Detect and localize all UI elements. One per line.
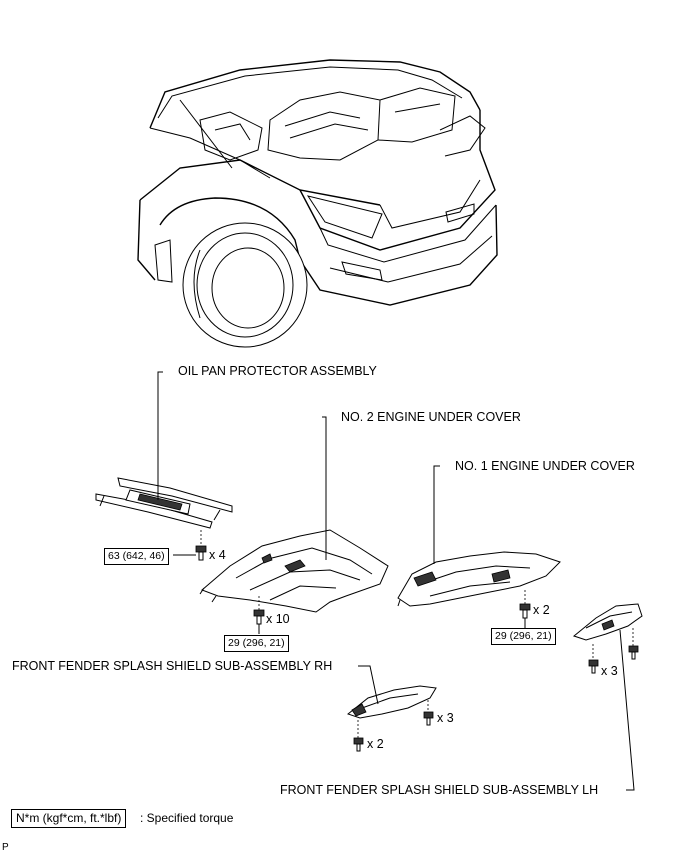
rh-shield-bolt-icon xyxy=(353,720,364,752)
torque-no2-cover-bolts: 29 (296, 21) xyxy=(224,635,289,652)
no1-engine-under-cover-part xyxy=(397,551,561,607)
footer-code: P xyxy=(2,842,9,853)
lh-shield-screw-icon xyxy=(588,628,639,674)
leader-no2-cover xyxy=(322,416,327,560)
label-no2-engine-under-cover: NO. 2 ENGINE UNDER COVER xyxy=(341,410,521,424)
oil-pan-bolt-icon xyxy=(173,530,207,561)
label-fender-shield-lh: FRONT FENDER SPLASH SHIELD SUB-ASSEMBLY … xyxy=(280,783,599,797)
label-fender-shield-rh: FRONT FENDER SPLASH SHIELD SUB-ASSEMBLY … xyxy=(12,659,333,673)
qty-oil-pan-bolts: x 4 xyxy=(209,548,226,562)
fender-shield-rh-part xyxy=(346,685,437,719)
leader-oil-pan xyxy=(157,371,163,500)
leader-no1-cover xyxy=(433,465,440,564)
legend-description: : Specified torque xyxy=(140,811,234,825)
qty-rh-shield-bolts: x 2 xyxy=(367,737,384,751)
torque-oil-pan-bolts: 63 (642, 46) xyxy=(104,548,169,565)
leader-fender-lh xyxy=(619,629,635,791)
torque-no1-cover-bolts: 29 (296, 21) xyxy=(491,628,556,645)
label-oil-pan-protector: OIL PAN PROTECTOR ASSEMBLY xyxy=(178,364,377,378)
qty-lh-shield-screws: x 3 xyxy=(601,664,618,678)
leader-fender-rh xyxy=(358,665,379,705)
label-no1-engine-under-cover: NO. 1 ENGINE UNDER COVER xyxy=(455,459,635,473)
no1-cover-bolt-icon xyxy=(519,590,531,628)
vehicle-front-illustration xyxy=(137,59,498,348)
qty-no1-cover-bolts: x 2 xyxy=(533,603,550,617)
no2-cover-bolt-icon xyxy=(253,596,265,634)
no2-engine-under-cover-part xyxy=(199,529,389,613)
fender-shield-lh-part xyxy=(572,603,643,641)
legend-unit-box: N*m (kgf*cm, ft.*lbf) xyxy=(11,809,127,828)
qty-rh-shield-screws: x 3 xyxy=(437,711,454,725)
oil-pan-protector-part xyxy=(95,477,233,529)
rh-shield-screw-icon xyxy=(423,700,434,726)
qty-no2-cover-bolts: x 10 xyxy=(266,612,290,626)
